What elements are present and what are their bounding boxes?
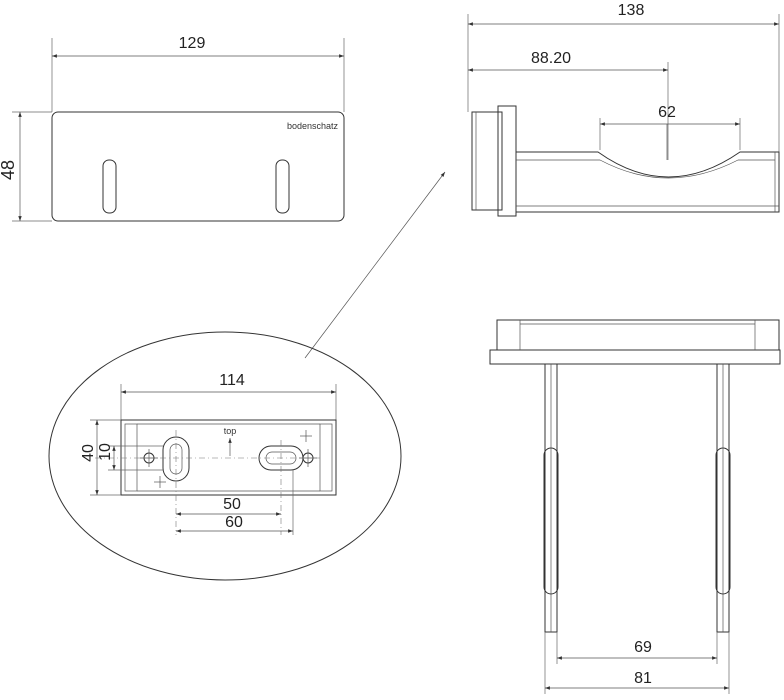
width-label: 129 [179, 35, 206, 52]
side-view: 138 88.20 62 [467, 2, 780, 217]
side-wall-plate [471, 111, 503, 211]
total-depth-label: 138 [618, 2, 645, 19]
top-marker-label: top [224, 426, 237, 436]
detail-leader-arrow [304, 171, 446, 359]
detail-ellipse [48, 331, 402, 581]
cutout-label: 62 [658, 104, 676, 121]
front-view: 129 48 bodenschatz [0, 35, 345, 222]
front-slot-right [275, 159, 290, 214]
top-wall-plate [489, 349, 781, 365]
top-view: 69 81 [489, 319, 781, 694]
side-arm-profile [515, 151, 780, 213]
vertical-slot [162, 436, 190, 482]
back-plate-outline [120, 419, 337, 496]
dim-40-label: 40 [80, 444, 97, 462]
brand-logo-text: bodenschatz [287, 121, 339, 131]
outer-width-label: 81 [634, 670, 652, 687]
projection-label: 88.20 [531, 50, 571, 67]
dim-60-label: 60 [225, 514, 243, 531]
height-label: 48 [0, 160, 18, 180]
back-plate-detail: 114 top [48, 331, 402, 581]
dim-50-label: 50 [223, 496, 241, 513]
plate-width-label: 114 [219, 372, 245, 389]
dim-10-label: 10 [97, 443, 114, 461]
front-plate [51, 111, 345, 222]
inner-width-label: 69 [634, 639, 652, 656]
front-slot-left [102, 159, 117, 214]
